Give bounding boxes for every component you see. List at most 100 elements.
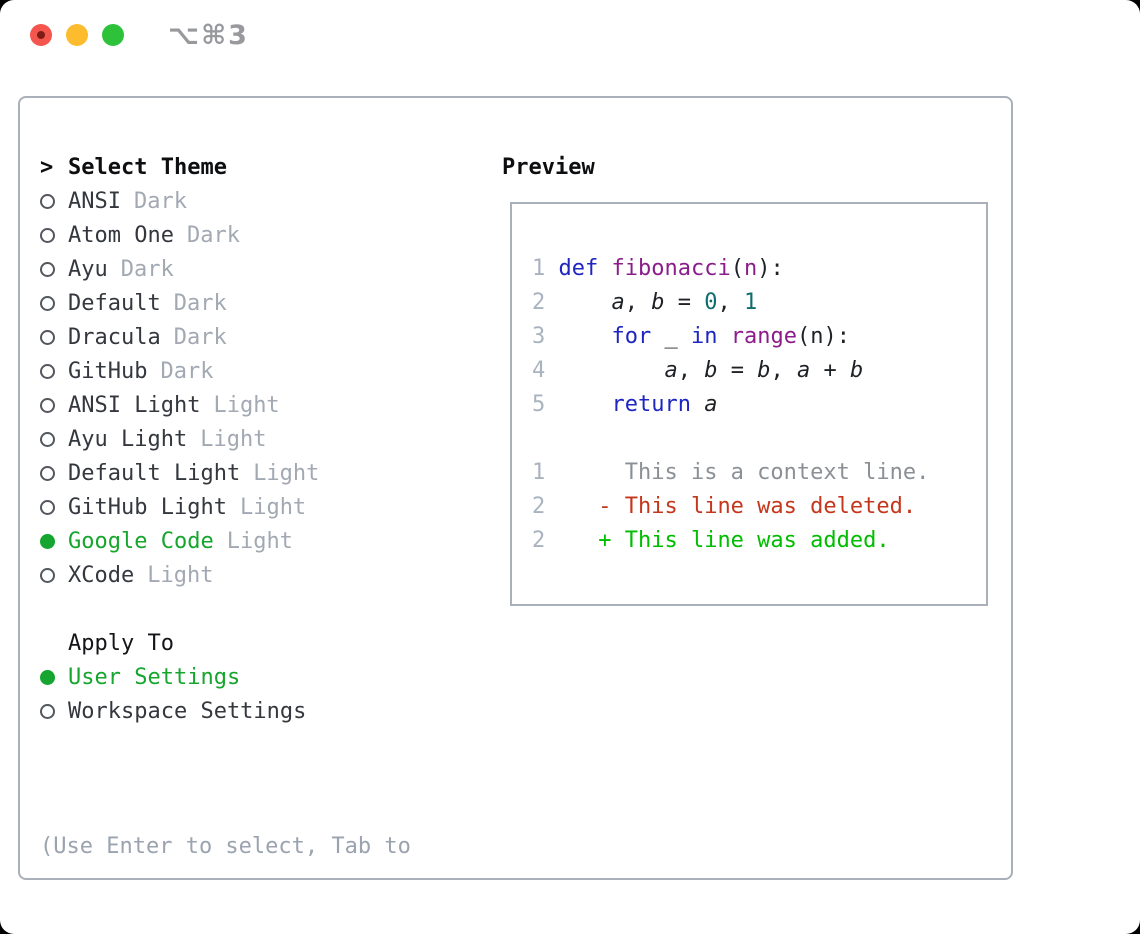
code-token-var: a <box>704 392 718 417</box>
code-token-txt: + <box>810 358 850 383</box>
theme-variant: Dark <box>120 256 174 282</box>
radio-unselected-icon <box>40 193 55 209</box>
theme-variant: Dark <box>173 290 227 316</box>
radio-marker <box>40 193 68 209</box>
code-token-var: a <box>611 290 625 315</box>
code-token-txt: = <box>717 358 758 383</box>
hint-text: (Use Enter to select, Tab to change focu… <box>40 762 411 934</box>
code-token-txt <box>559 290 612 315</box>
theme-name: Atom One <box>68 222 174 248</box>
theme-option-dracula-dark[interactable]: Dracula Dark <box>40 320 319 354</box>
theme-variant: Light <box>253 460 320 486</box>
radio-marker <box>40 397 68 413</box>
theme-variant: Light <box>239 494 307 520</box>
theme-option-ayu-dark[interactable]: Ayu Dark <box>40 252 319 286</box>
code-token-txt <box>598 256 611 281</box>
zoom-button[interactable] <box>102 24 124 46</box>
radio-selected-icon <box>40 669 55 685</box>
theme-variant: Light <box>226 528 293 554</box>
code-token-txt: , <box>770 358 797 383</box>
theme-name: Default Light <box>68 460 241 486</box>
radio-unselected-icon <box>40 295 55 311</box>
code-token-var: b <box>757 358 771 383</box>
code-token-lit: 1 <box>743 290 758 315</box>
theme-option-github-light-light[interactable]: GitHub Light Light <box>40 490 319 524</box>
code-token-txt: = <box>664 290 705 315</box>
code-line-3: 3 for _ in range(n): <box>532 320 986 354</box>
theme-name: Dracula <box>68 324 161 350</box>
cursor-marker: > <box>40 155 68 180</box>
code-token-txt: (n): <box>796 324 850 349</box>
radio-marker <box>40 703 68 719</box>
radio-marker <box>40 227 68 243</box>
theme-variant: Light <box>147 562 214 588</box>
radio-marker <box>40 261 68 277</box>
minimize-button[interactable] <box>66 24 88 46</box>
apply-to-title: Apply To <box>68 630 174 656</box>
code-token-fn: fibonacci <box>611 256 731 281</box>
preview-title: Preview <box>502 154 595 180</box>
theme-name: Google Code <box>68 528 214 554</box>
theme-name: ANSI <box>68 188 121 214</box>
theme-option-default-light-light[interactable]: Default Light Light <box>40 456 319 490</box>
theme-name: Ayu <box>68 256 108 282</box>
code-token-var: b <box>849 358 864 383</box>
code-line-8: 2 - This line was deleted. <box>532 490 986 524</box>
radio-unselected-icon <box>40 261 55 277</box>
code-token-txt: ): <box>757 256 784 281</box>
theme-variant: Dark <box>173 324 227 350</box>
radio-unselected-icon <box>40 431 55 447</box>
preview-header: Preview <box>502 150 595 184</box>
chevron-right-icon: > <box>40 154 54 180</box>
theme-name: ANSI Light <box>68 392 201 418</box>
theme-option-xcode-light[interactable]: XCode Light <box>40 558 319 592</box>
code-line-9: 2 + This line was added. <box>532 524 986 558</box>
theme-name: GitHub Light <box>68 494 227 520</box>
code-token-num: 3 <box>532 324 559 349</box>
traffic-lights <box>30 24 124 46</box>
theme-name: XCode <box>68 562 135 588</box>
window-title: ⌥⌘3 <box>168 19 249 51</box>
radio-marker <box>40 329 68 345</box>
code-line-4: 4 a, b = b, a + b <box>532 354 986 388</box>
theme-option-ansi-dark[interactable]: ANSI Dark <box>40 184 319 218</box>
radio-unselected-icon <box>40 499 55 515</box>
apply-option-user-settings[interactable]: User Settings <box>40 660 306 694</box>
close-button[interactable] <box>30 24 52 46</box>
titlebar: ⌥⌘3 <box>0 0 1140 70</box>
radio-marker <box>40 567 68 583</box>
theme-variant: Dark <box>186 222 240 248</box>
code-token-num: 2 <box>532 528 559 553</box>
code-token-kw: for <box>611 324 652 349</box>
code-token-add: + This line was added. <box>558 528 890 553</box>
code-token-txt <box>717 324 730 349</box>
select-theme-header: > Select Theme <box>40 150 319 184</box>
radio-selected-icon <box>40 533 55 549</box>
radio-marker <box>40 533 68 549</box>
code-line-7: 1 This is a context line. <box>532 456 986 490</box>
radio-unselected-icon <box>40 227 55 243</box>
code-token-txt: _ <box>651 324 691 349</box>
apply-option-workspace-settings[interactable]: Workspace Settings <box>40 694 306 728</box>
code-token-var: a <box>664 358 678 383</box>
theme-variant: Dark <box>133 188 187 214</box>
theme-option-atom-one-dark[interactable]: Atom One Dark <box>40 218 319 252</box>
theme-option-google-code-light[interactable]: Google Code Light <box>40 524 319 558</box>
code-token-ctx: This is a context line. <box>558 460 930 485</box>
code-token-num: 2 <box>532 290 559 315</box>
radio-unselected-icon <box>40 397 55 413</box>
code-token-var: a <box>796 358 811 383</box>
code-token-num: 5 <box>532 392 559 417</box>
code-token-num: 1 <box>532 256 559 281</box>
radio-marker <box>40 295 68 311</box>
radio-unselected-icon <box>40 363 55 379</box>
radio-marker <box>40 363 68 379</box>
